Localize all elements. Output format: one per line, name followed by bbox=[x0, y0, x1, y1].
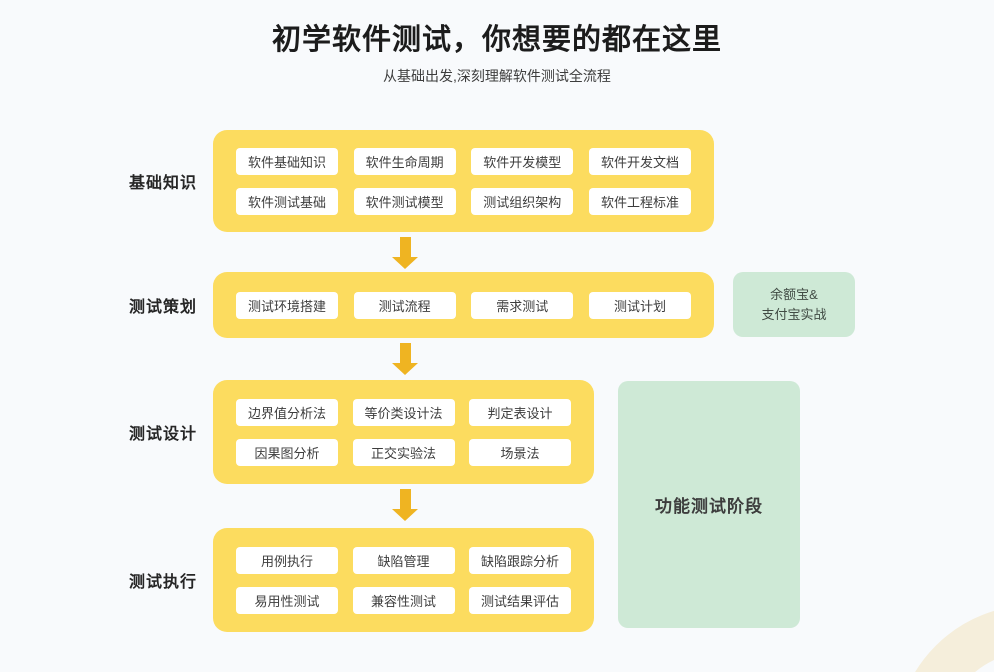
arrow-head bbox=[392, 363, 418, 375]
practice-note-line: 支付宝实战 bbox=[761, 306, 827, 322]
topic-pill: 测试环境搭建 bbox=[236, 291, 338, 319]
arrow-down-icon bbox=[392, 343, 419, 375]
topic-pill: 因果图分析 bbox=[236, 438, 338, 466]
stage-label-2: 测试策划 bbox=[129, 299, 198, 316]
arrow-down-icon bbox=[392, 489, 419, 521]
topic-pill: 需求测试 bbox=[471, 291, 574, 319]
stage-label-3: 测试设计 bbox=[129, 426, 198, 443]
topic-pill: 场景法 bbox=[469, 438, 571, 466]
page-title: 初学软件测试，你想要的都在这里 bbox=[271, 24, 722, 56]
decorative-ring bbox=[895, 605, 994, 672]
functional-phase-label: 功能测试阶段 bbox=[655, 497, 763, 516]
page-subtitle: 从基础出发,深刻理解软件测试全流程 bbox=[383, 68, 611, 84]
topic-pill: 软件工程标准 bbox=[588, 187, 691, 215]
topic-pill: 等价类设计法 bbox=[352, 398, 455, 426]
stage-label-1: 基础知识 bbox=[129, 175, 198, 192]
topic-pill: 软件测试基础 bbox=[236, 187, 338, 215]
topic-pill: 缺陷管理 bbox=[352, 546, 455, 574]
stage-panel-1: 软件基础知识软件生命周期软件开发模型软件开发文档软件测试基础软件测试模型测试组织… bbox=[213, 130, 714, 232]
topic-pill: 测试计划 bbox=[588, 291, 691, 319]
arrow-head bbox=[392, 257, 418, 269]
topic-pill: 软件基础知识 bbox=[236, 147, 338, 175]
arrow-head bbox=[392, 509, 418, 521]
topic-pill: 用例执行 bbox=[236, 546, 338, 574]
practice-note: 余额宝& 支付宝实战 bbox=[733, 272, 855, 337]
topic-pill: 软件测试模型 bbox=[353, 187, 456, 215]
topic-pill: 判定表设计 bbox=[469, 398, 571, 426]
stage-panel-3: 边界值分析法等价类设计法判定表设计因果图分析正交实验法场景法 bbox=[213, 380, 594, 484]
arrow-stem bbox=[400, 343, 411, 364]
arrow-down-icon bbox=[392, 237, 419, 269]
stage-panel-4: 用例执行缺陷管理缺陷跟踪分析易用性测试兼容性测试测试结果评估 bbox=[213, 528, 594, 632]
topic-pill: 测试结果评估 bbox=[469, 586, 571, 614]
stage-label-4: 测试执行 bbox=[129, 574, 198, 591]
functional-phase-note: 功能测试阶段 bbox=[618, 381, 800, 628]
arrow-stem bbox=[400, 489, 411, 510]
arrow-stem bbox=[400, 237, 411, 258]
topic-pill: 测试组织架构 bbox=[471, 187, 574, 215]
practice-note-line: 余额宝& bbox=[770, 286, 818, 302]
topic-pill: 测试流程 bbox=[353, 291, 456, 319]
topic-pill: 缺陷跟踪分析 bbox=[469, 546, 571, 574]
stage-panel-2: 测试环境搭建测试流程需求测试测试计划 bbox=[213, 272, 714, 338]
topic-pill: 软件开发文档 bbox=[588, 147, 691, 175]
topic-pill: 软件开发模型 bbox=[471, 147, 574, 175]
topic-pill: 边界值分析法 bbox=[236, 398, 338, 426]
topic-pill: 易用性测试 bbox=[236, 586, 338, 614]
topic-pill: 软件生命周期 bbox=[353, 147, 456, 175]
topic-pill: 正交实验法 bbox=[352, 438, 455, 466]
topic-pill: 兼容性测试 bbox=[352, 586, 455, 614]
